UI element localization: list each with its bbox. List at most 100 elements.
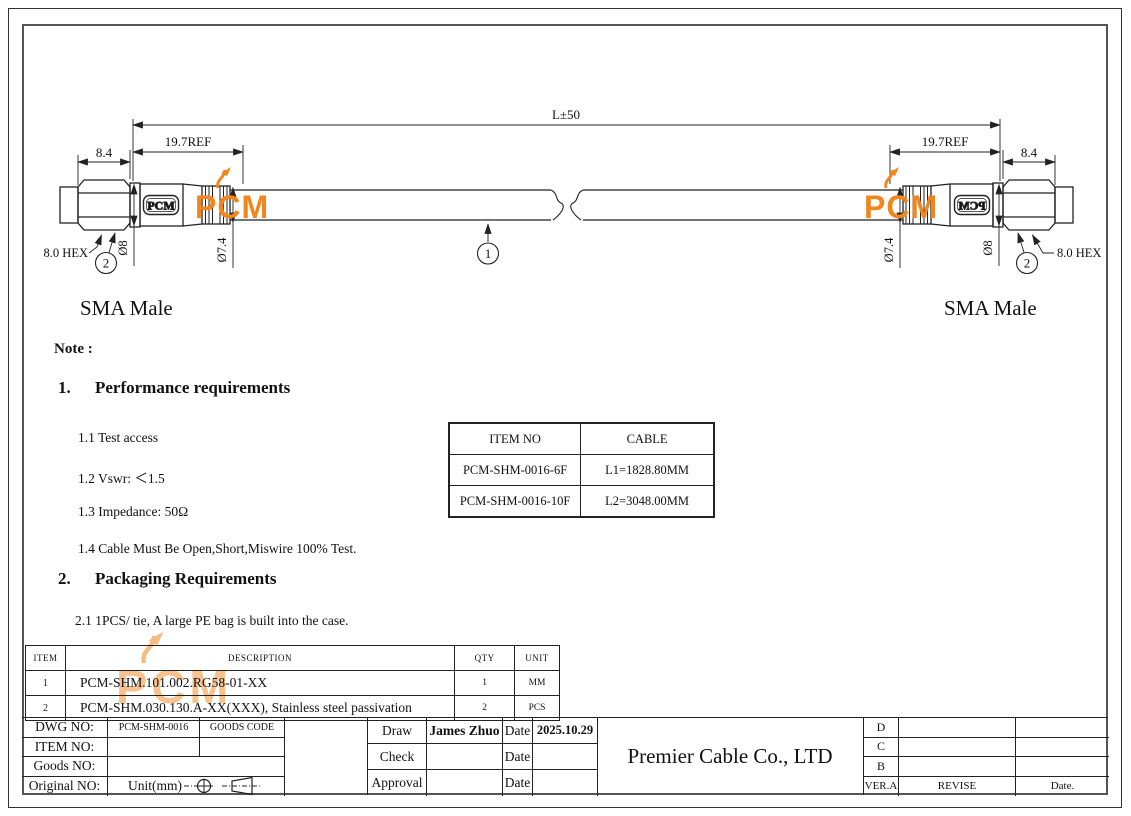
approval-name xyxy=(427,770,503,796)
rev-letter-b: B xyxy=(864,757,899,777)
note-heading: Note : xyxy=(54,341,93,357)
title-block-blank-cell xyxy=(285,718,367,796)
bom-row: 1 PCM-SHM.101.002.RG58-01-XX 1 MM xyxy=(25,670,560,696)
balloon-2-left: 2 xyxy=(103,256,110,271)
check-label: Check xyxy=(368,744,427,770)
section-2-number: 2. xyxy=(58,569,71,588)
rev-date-c xyxy=(1016,738,1109,757)
pcm-badge-left: PCM xyxy=(147,199,174,213)
cable-assembly-drawing: PCM PCM xyxy=(44,107,1101,275)
note-item-1-3: 1.3 Impedance: 50Ω xyxy=(78,504,189,519)
rev-desc-c xyxy=(899,737,1016,757)
title-block-blank-cell xyxy=(200,737,285,757)
pcm-watermark-right: PCM xyxy=(864,189,939,225)
item-no-label: ITEM NO: xyxy=(22,737,108,757)
cable-table-header-item-no: ITEM NO xyxy=(448,422,582,455)
balloon-2-right: 2 xyxy=(1024,256,1031,271)
section-2-title: Packaging Requirements xyxy=(95,569,277,588)
company-name: Premier Cable Co., LTD xyxy=(597,717,863,795)
approval-date-value xyxy=(533,770,598,796)
note-item-2-1: 2.1 1PCS/ tie, A large PE bag is built i… xyxy=(75,613,349,628)
pcm-badge-right-mirrored: PCM xyxy=(958,199,985,213)
dwg-no-value: PCM-SHM-0016 xyxy=(108,718,200,738)
bom-unit: MM xyxy=(514,670,560,696)
bom-header-qty: QTY xyxy=(454,645,516,671)
revise-label: REVISE xyxy=(899,776,1016,796)
left-connector xyxy=(59,179,231,231)
dim-d74-left: Ø7.4 xyxy=(215,237,229,262)
bom-description: PCM-SHM.030.130.A-XX(XXX), Stainless ste… xyxy=(64,695,456,721)
section-1-title: Performance requirements xyxy=(95,378,291,397)
draw-name: James Zhuo xyxy=(427,718,503,744)
bom-header-item: ITEM xyxy=(25,645,66,671)
unit-cell: Unit(mm) xyxy=(108,776,285,796)
bom-row: 2 PCM-SHM.030.130.A-XX(XXX), Stainless s… xyxy=(25,695,560,721)
check-date-value xyxy=(533,744,598,770)
projection-symbol xyxy=(184,777,262,796)
goods-code-label: GOODS CODE xyxy=(200,718,285,738)
dim-total-length: L±50 xyxy=(552,107,580,122)
revision-table: D C B VER.A REVISE Date. xyxy=(863,717,1109,796)
hex-label-right: 8.0 HEX xyxy=(1057,246,1101,260)
goods-no-label: Goods NO: xyxy=(22,757,108,777)
bom-table: ITEM DESCRIPTION QTY UNIT 1 PCM-SHM.101.… xyxy=(25,645,560,721)
section-1-number: 1. xyxy=(58,378,71,397)
item-no-value xyxy=(108,737,200,757)
dim-nut-left: 8.4 xyxy=(96,145,113,160)
note-item-1-2: 1.2 Vswr: ＜1.5 xyxy=(78,471,165,486)
bom-header-description: DESCRIPTION xyxy=(64,645,456,671)
rev-date-label: Date. xyxy=(1050,780,1075,793)
check-date-label: Date xyxy=(503,744,533,770)
check-name xyxy=(427,744,503,770)
bom-header-unit: UNIT xyxy=(514,645,560,671)
connector-label-right: SMA Male xyxy=(944,296,1037,320)
dim-nut-right: 8.4 xyxy=(1021,145,1038,160)
unit-label: Unit(mm) xyxy=(128,778,182,794)
bom-description: PCM-SHM.101.002.RG58-01-XX xyxy=(64,670,456,696)
cable-table-header-row: ITEM NO CABLE xyxy=(448,422,715,455)
note-item-1-4: 1.4 Cable Must Be Open,Short,Miswire 100… xyxy=(78,541,357,556)
draw-date-value: 2025.10.29 xyxy=(533,718,598,744)
cable-item-no: PCM-SHM-0016-10F xyxy=(448,485,582,518)
approval-date-label: Date xyxy=(503,770,533,796)
draw-label: Draw xyxy=(368,718,427,744)
rev-letter-c: C xyxy=(864,737,899,757)
cable-length-table: ITEM NO CABLE PCM-SHM-0016-6F L1=1828.80… xyxy=(448,422,715,518)
right-connector xyxy=(902,179,1074,231)
dim-ref-right: 19.7REF xyxy=(922,134,969,149)
cable-length: L1=1828.80MM xyxy=(580,454,715,486)
dimension-lines xyxy=(77,119,1056,268)
bom-unit: PCS xyxy=(514,695,560,721)
cable-item-no: PCM-SHM-0016-6F xyxy=(448,454,582,486)
section-2-heading: 2. Packaging Requirements xyxy=(58,569,277,589)
dwg-no-label: DWG NO: xyxy=(22,718,108,738)
cable-length: L2=3048.00MM xyxy=(580,485,715,518)
goods-no-value xyxy=(108,757,285,777)
bom-header-row: ITEM DESCRIPTION QTY UNIT xyxy=(25,645,560,671)
cable-table-row: PCM-SHM-0016-6F L1=1828.80MM xyxy=(448,454,715,486)
pcm-watermark-left: PCM xyxy=(195,189,270,225)
title-block-numbers: DWG NO: PCM-SHM-0016 GOODS CODE ITEM NO:… xyxy=(22,717,367,796)
ver-label: VER.A xyxy=(864,776,899,796)
dim-d8-left: Ø8 xyxy=(116,240,130,255)
cable-body xyxy=(230,189,903,221)
rev-desc-b xyxy=(899,757,1016,777)
approval-label: Approval xyxy=(368,770,427,796)
balloon-1-cable: 1 xyxy=(485,246,492,261)
section-1-heading: 1. Performance requirements xyxy=(58,378,290,398)
bom-qty: 1 xyxy=(454,670,516,696)
original-no-label: Original NO: xyxy=(22,776,108,796)
pcm-flame-icon xyxy=(884,167,899,189)
rev-desc-d xyxy=(899,718,1016,738)
rev-date-d xyxy=(1016,718,1109,738)
rev-letter-d: D xyxy=(864,718,899,738)
draw-date-label: Date xyxy=(503,718,533,744)
hex-label-left: 8.0 HEX xyxy=(44,246,88,260)
balloons xyxy=(94,242,1039,275)
cable-table-row: PCM-SHM-0016-10F L2=3048.00MM xyxy=(448,485,715,518)
pcm-flame-icon xyxy=(216,167,231,189)
sheet-outer-border xyxy=(8,8,1122,808)
bom-item-no: 1 xyxy=(25,670,66,696)
dim-d8-right: Ø8 xyxy=(981,240,995,255)
